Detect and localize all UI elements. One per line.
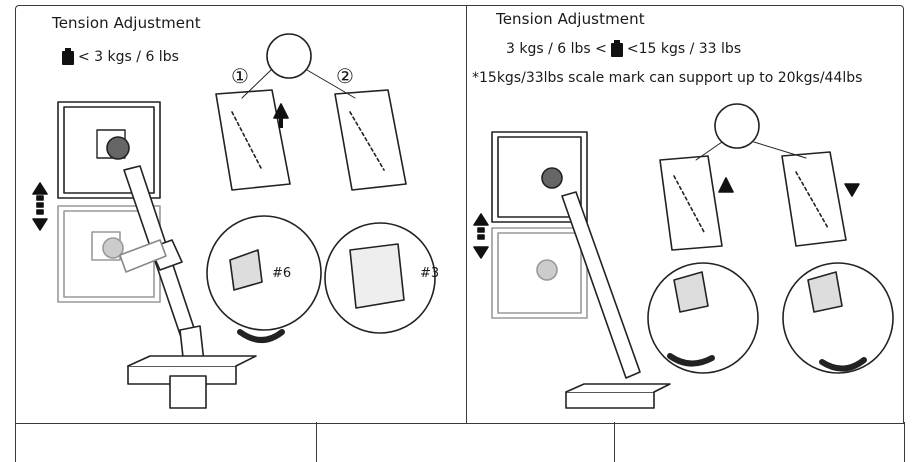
wrench-size-label-b: #3 [420,266,440,281]
left-zoom-detail [266,33,312,79]
next-section-divider [614,422,615,462]
arrow-up-icon [718,177,734,193]
vertical-move-arrow-icon [473,213,489,259]
rotate-arrow-icon [237,329,285,343]
left-scale-plate-2-illustration [334,89,407,191]
right-scale-plate-1-illustration [659,155,723,251]
wrench-size-label-a: #6 [272,266,292,281]
next-section-divider [316,422,317,462]
arrow-down-icon [844,183,860,197]
left-weight-text: < 3 kgs / 6 lbs [78,48,179,65]
right-zoom-detail [714,103,760,149]
left-weight-limit: < 3 kgs / 6 lbs [62,48,179,65]
right-capacity-note: *15kgs/33lbs scale mark can support up t… [472,70,863,86]
right-panel-title: Tension Adjustment [496,10,645,28]
left-scale-plate-1-illustration [215,89,291,191]
weight-icon [610,40,623,57]
right-weight-suffix: <15 kgs / 33 lbs [626,40,742,57]
rotate-arrow-icon [819,357,867,372]
vertical-move-arrow-icon [32,182,48,231]
left-panel-title: Tension Adjustment [52,14,201,32]
right-scale-plate-2-illustration [781,151,847,247]
next-section-row [15,422,905,462]
left-monitor-arm-illustration [119,165,257,409]
right-weight-prefix: 3 kgs / 6 lbs < [506,40,607,57]
right-monitor-arm-illustration [561,191,671,409]
weight-icon [62,48,74,65]
left-detail-circle-a [206,215,322,331]
right-monitor-lower-illustration [491,227,588,319]
rotate-arrow-icon [667,353,715,367]
right-weight-range: 3 kgs / 6 lbs < <15 kgs / 33 lbs [506,40,741,57]
step-2-marker: ② [336,64,354,88]
step-1-marker: ① [231,64,249,88]
arrow-up-stem [279,118,283,128]
